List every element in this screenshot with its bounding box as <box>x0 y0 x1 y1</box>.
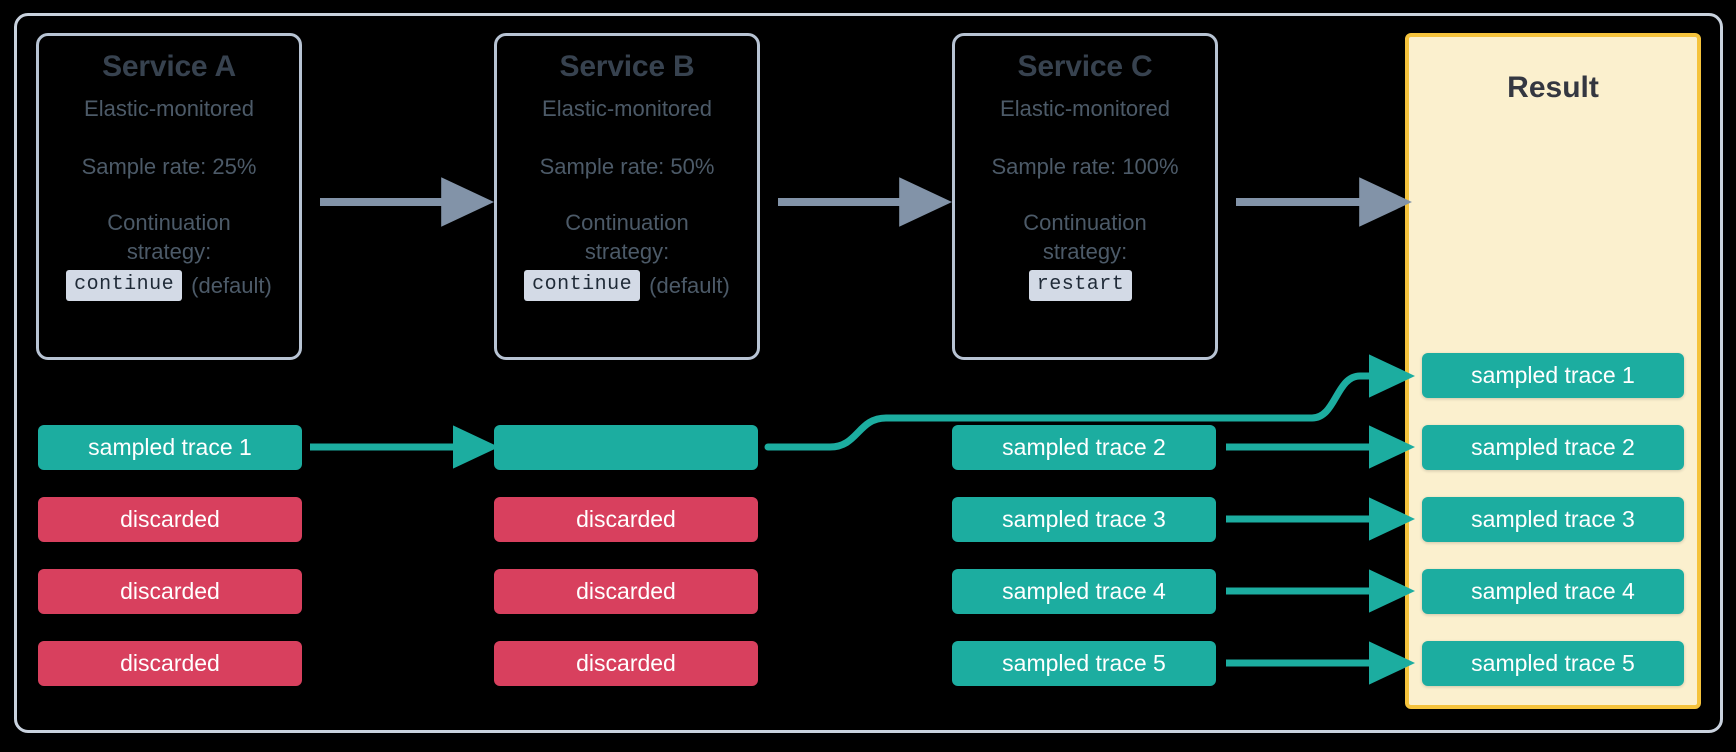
service-b-sample-rate: Sample rate: 50% <box>539 154 715 180</box>
service-c-trace-4: sampled trace 5 <box>952 641 1216 686</box>
result-trace-2: sampled trace 2 <box>1422 425 1684 470</box>
service-b-trace-4: discarded <box>494 641 758 686</box>
service-b-strategy: Continuation strategy: continue (default… <box>497 208 757 302</box>
service-a-strategy-line2: strategy: <box>126 239 212 265</box>
service-c-title: Service C <box>1017 50 1153 83</box>
service-a-strategy-value: continue <box>66 270 183 302</box>
service-b-trace-3: discarded <box>494 569 758 614</box>
service-c-monitored: Elastic-monitored <box>1000 95 1170 121</box>
service-b-strategy-value: continue <box>524 270 641 302</box>
service-c-strategy-value: restart <box>1028 270 1133 302</box>
service-a-title: Service A <box>102 50 236 83</box>
service-c-trace-3: sampled trace 4 <box>952 569 1216 614</box>
result-trace-3: sampled trace 3 <box>1422 497 1684 542</box>
service-c-trace-1: sampled trace 2 <box>952 425 1216 470</box>
outer-frame <box>14 13 1723 733</box>
service-c-sample-rate: Sample rate: 100% <box>991 154 1179 180</box>
service-b-trace-2: discarded <box>494 497 758 542</box>
service-a-trace-4: discarded <box>38 641 302 686</box>
service-card-b: Service B Elastic-monitored Sample rate:… <box>494 33 760 360</box>
result-trace-4: sampled trace 4 <box>1422 569 1684 614</box>
service-c-strategy-line1: Continuation <box>1023 209 1147 235</box>
service-a-strategy-line1: Continuation <box>107 209 231 235</box>
service-a-strategy-note: (default) <box>191 272 272 298</box>
result-trace-1: sampled trace 1 <box>1422 353 1684 398</box>
service-b-title: Service B <box>559 50 695 83</box>
service-b-strategy-line2: strategy: <box>584 239 670 265</box>
service-a-monitored: Elastic-monitored <box>84 95 254 121</box>
service-c-trace-2: sampled trace 3 <box>952 497 1216 542</box>
service-b-strategy-line1: Continuation <box>565 209 689 235</box>
result-trace-5: sampled trace 5 <box>1422 641 1684 686</box>
service-c-strategy: Continuation strategy: restart <box>955 208 1215 302</box>
service-card-a: Service A Elastic-monitored Sample rate:… <box>36 33 302 360</box>
service-a-trace-1: sampled trace 1 <box>38 425 302 470</box>
service-b-trace-1 <box>494 425 758 470</box>
service-card-c: Service C Elastic-monitored Sample rate:… <box>952 33 1218 360</box>
result-title: Result <box>1507 71 1599 104</box>
service-a-trace-3: discarded <box>38 569 302 614</box>
service-a-sample-rate: Sample rate: 25% <box>81 154 257 180</box>
service-a-strategy: Continuation strategy: continue (default… <box>39 208 299 302</box>
service-b-strategy-note: (default) <box>649 272 730 298</box>
service-c-strategy-line2: strategy: <box>1042 239 1128 265</box>
service-a-trace-2: discarded <box>38 497 302 542</box>
service-b-monitored: Elastic-monitored <box>542 95 712 121</box>
